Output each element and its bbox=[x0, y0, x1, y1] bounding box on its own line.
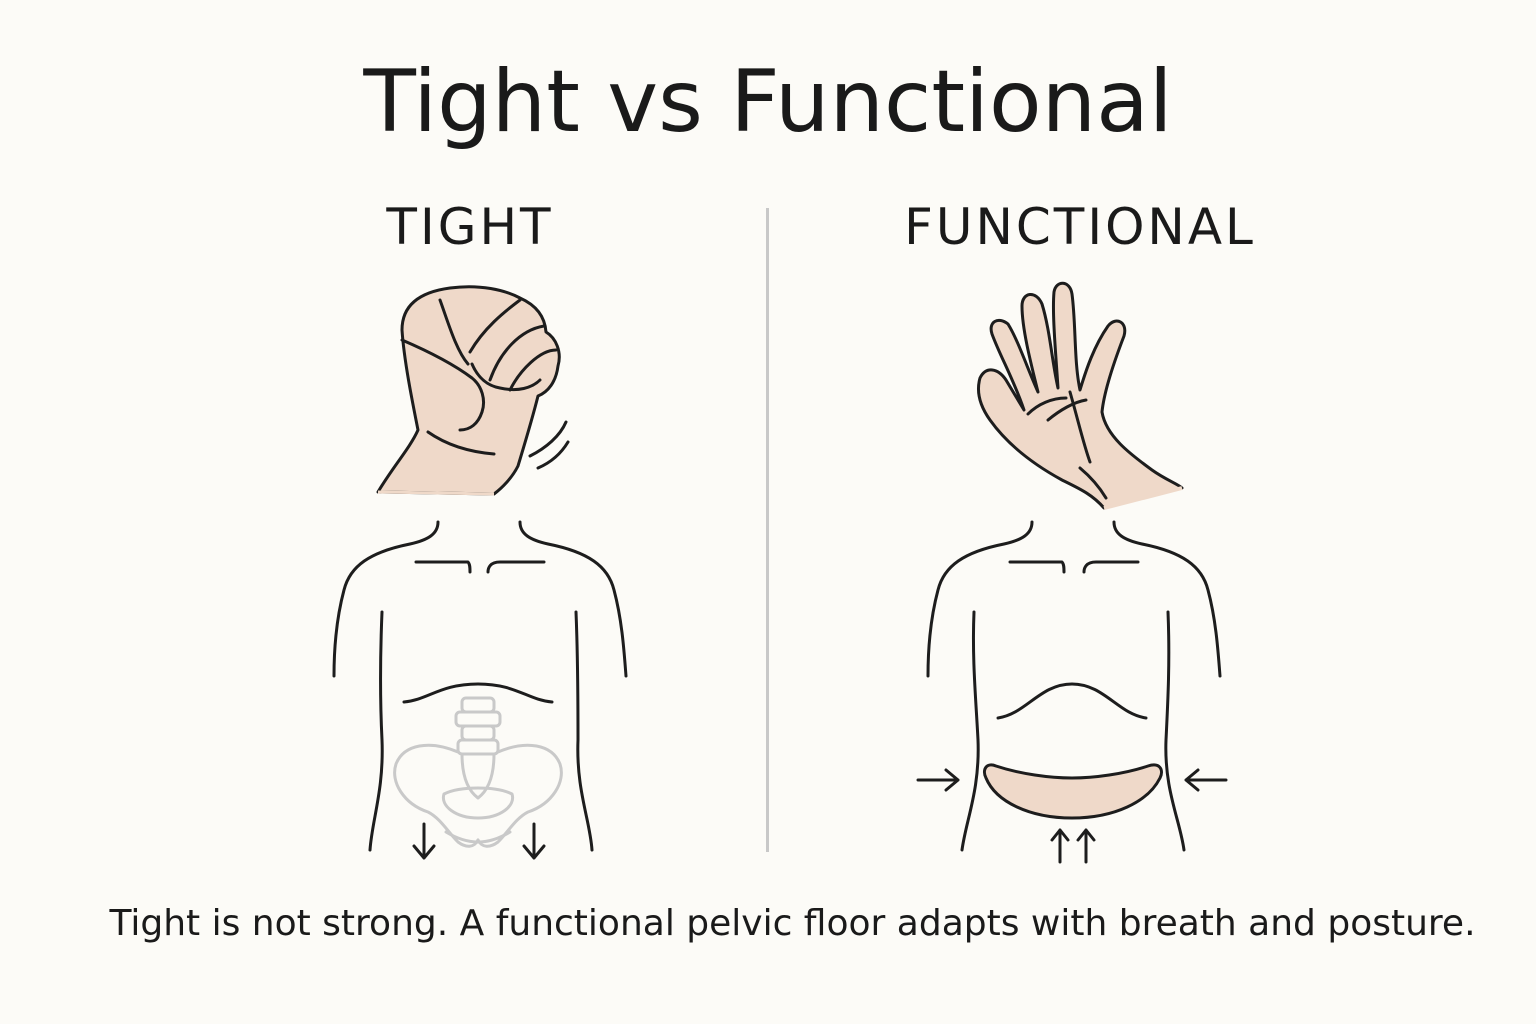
functional-heading: FUNCTIONAL bbox=[904, 198, 1256, 256]
pelvic-floor-lift-icon bbox=[982, 763, 1163, 820]
clenched-fist-icon bbox=[376, 285, 561, 496]
left-torso bbox=[332, 520, 628, 860]
page-title: Tight vs Functional bbox=[363, 52, 1173, 152]
tight-heading: TIGHT bbox=[386, 198, 554, 256]
center-divider bbox=[766, 208, 769, 852]
open-hand-icon bbox=[976, 281, 1184, 510]
right-torso bbox=[916, 520, 1228, 864]
pelvis-icon bbox=[393, 696, 563, 848]
tension-marks bbox=[528, 420, 570, 470]
caption: Tight is not strong. A functional pelvic… bbox=[109, 903, 1476, 944]
